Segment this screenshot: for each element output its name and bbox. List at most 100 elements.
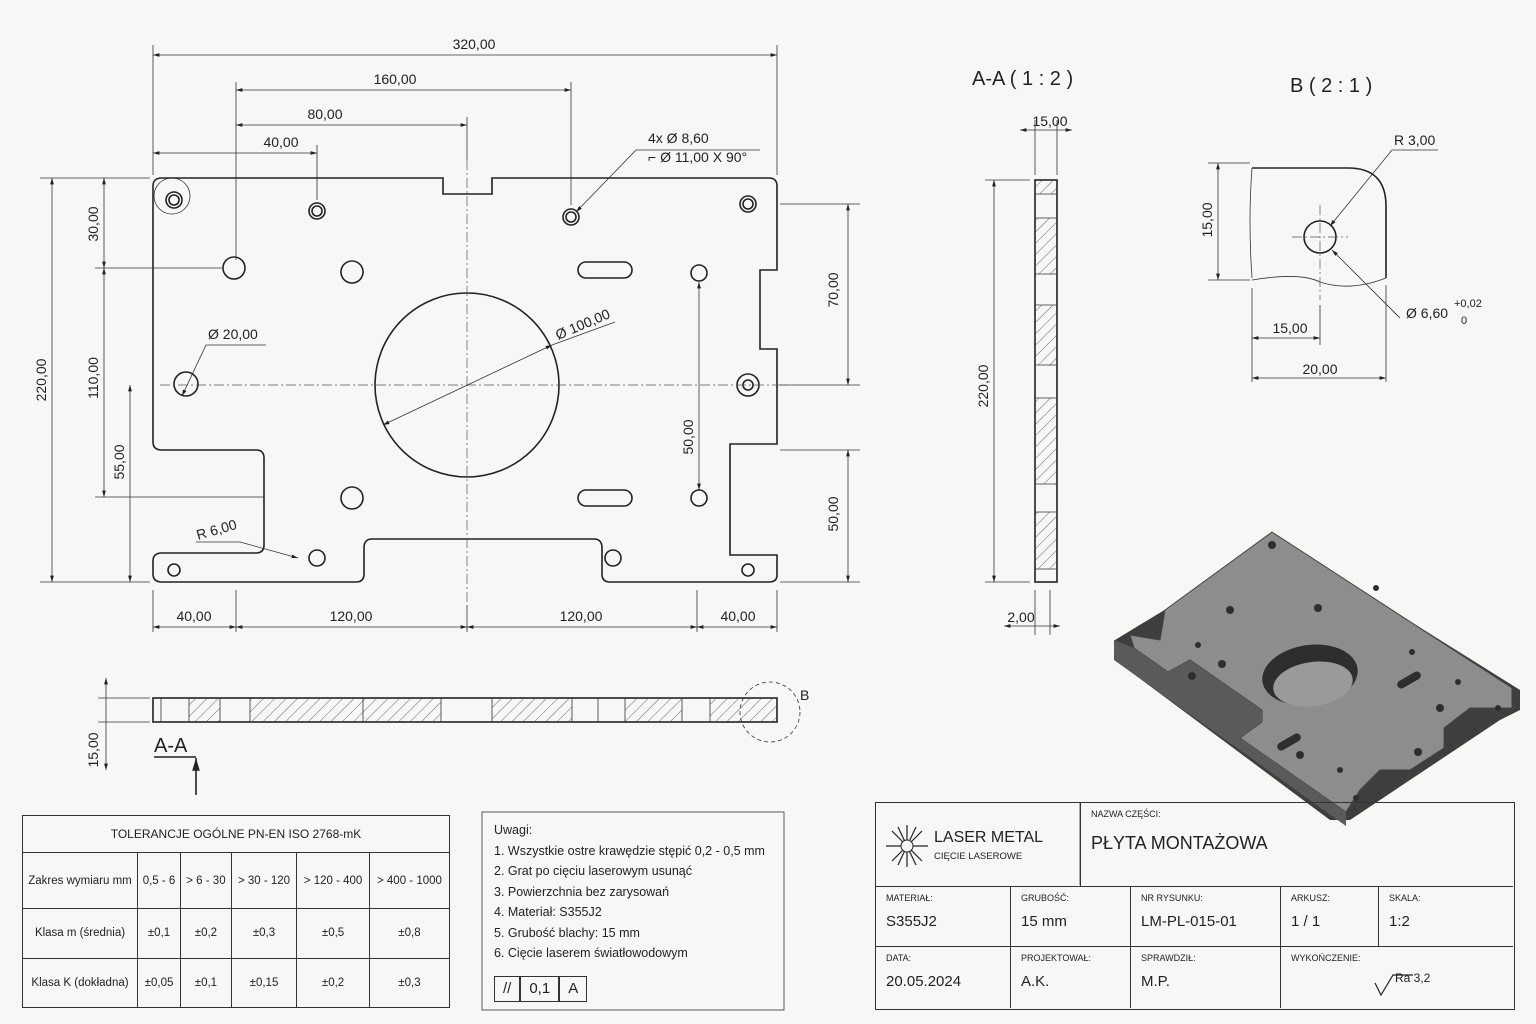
tolerance-cell: ±0,15 [230,957,298,1008]
company-cell: LASER METAL CIĘCIE LASEROWE [876,803,1081,887]
checker-cell: SPRAWDZIŁ: M.P. [1131,947,1281,1008]
designer-label: PROJEKTOWAŁ: [1021,953,1092,963]
notes-title: Uwagi: [494,823,533,837]
detail-b-title: B ( 2 : 1 ) [1290,75,1372,97]
note-item: 4. Materiał: S355J2 [494,905,602,919]
dim-120-bottom-right: 120,00 [560,608,603,624]
surface-roughness-icon [1374,974,1413,997]
detail-d20: 20,00 [1302,361,1337,377]
detail-tol-plus: +0,02 [1454,298,1482,310]
dim-80: 80,00 [307,106,342,122]
dim-110: 110,00 [85,357,101,399]
thickness-label: GRUBOŚĆ: [1021,893,1070,903]
scale-value: 1:2 [1389,913,1410,930]
drawing-no-cell: NR RYSUNKU: LM-PL-015-01 [1131,887,1281,947]
tolerance-row-label: Klasa K (dokładna) [22,957,138,1008]
detail-tol-minus: 0 [1461,315,1467,327]
isometric-plate-render [1114,531,1520,826]
tolerance-range: 0,5 - 6 [136,852,182,909]
note-item: 2. Grat po cięciu laserowym usunąć [494,864,693,878]
datum-reference: A [559,975,588,1002]
dim-320: 320,00 [453,36,496,52]
dim-220: 220,00 [33,358,49,401]
finish-value: Ra 3,2 [1395,971,1431,985]
parallelism-symbol: // [494,975,521,1002]
dim-50-right: 50,00 [825,496,841,531]
tolerance-header-label: Zakres wymiaru mm [22,852,138,909]
dim-30: 30,00 [85,206,101,241]
part-name: PŁYTA MONTAŻOWA [1091,833,1268,853]
detail-b-view: B ( 2 : 1 ) 15,00 R 3,00 Ø 6,60 +0,02 0 … [1199,75,1482,382]
date-value: 20.05.2024 [886,973,962,990]
main-view-dimensions: 320,00 160,00 80,00 40,00 220,00 110,00 … [33,36,860,632]
company-subtitle: CIĘCIE LASEROWE [934,851,1023,862]
scale-cell: SKALA: 1:2 [1379,887,1513,947]
finish-label: WYKOŃCZENIE: [1291,953,1361,963]
tolerance-cell: ±0,1 [180,957,232,1008]
tolerance-range: > 400 - 1000 [368,852,451,909]
dim-40-top: 40,00 [263,134,298,150]
finish-cell: WYKOŃCZENIE: Ra 3,2 [1281,947,1513,1008]
detail-d15-vertical: 15,00 [1199,202,1215,237]
note-item: 1. Wszystkie ostre krawędzie stępić 0,2 … [494,843,765,858]
plate-side-view: B 15,00 A-A [85,678,809,795]
holes-callout-line2: ⌐ Ø 11,00 X 90° [648,149,747,165]
side-thickness-dim: 15,00 [85,732,101,767]
detail-r3: R 3,00 [1394,132,1435,148]
dim-40-bottom-left: 40,00 [176,608,211,624]
detail-dia-main: Ø 6,60 [1406,305,1448,321]
drawing-no-label: NR RYSUNKU: [1141,893,1203,903]
dim-55: 55,00 [111,444,127,479]
notes-panel: Uwagi: 1. Wszystkie ostre krawędzie stęp… [482,812,784,1010]
company-name: LASER METAL [934,829,1044,846]
date-cell: DATA: 20.05.2024 [876,947,1011,1008]
plate-top-view [152,160,790,605]
designer-value: A.K. [1021,973,1050,990]
thickness-cell: GRUBOŚĆ: 15 mm [1011,887,1131,947]
section-aa-view: A-A ( 1 : 2 ) 15,00 220,00 2,00 [972,68,1073,635]
tolerance-cell: ±0,2 [180,908,232,959]
plate-outline [152,177,778,583]
tolerance-range: > 6 - 30 [180,852,232,909]
dim-120-bottom-left: 120,00 [330,608,373,624]
part-name-cell: NAZWA CZĘŚCI: PŁYTA MONTAŻOWA [1081,803,1513,887]
tolerance-cell: ±0,3 [230,908,298,959]
dim-160: 160,00 [374,71,417,87]
checker-label: SPRAWDZIŁ: [1141,953,1196,963]
tolerance-cell: ±0,05 [136,957,182,1008]
dia20-callout: Ø 20,00 [208,326,258,342]
material-label: MATERIAŁ: [886,893,933,903]
thickness-value: 15 mm [1021,913,1067,930]
dim-40-bottom-right: 40,00 [720,608,755,624]
tolerance-value: 0,1 [520,975,560,1002]
checker-value: M.P. [1141,973,1170,990]
drawing-no-value: LM-PL-015-01 [1141,913,1237,930]
dim-70: 70,00 [825,272,841,307]
part-name-label: NAZWA CZĘŚCI: [1091,809,1161,819]
sheet-value: 1 / 1 [1291,913,1321,930]
note-item: 6. Cięcie laserem światłowodowym [494,946,688,960]
mounting-holes [165,191,760,577]
tolerance-range: > 30 - 120 [230,852,298,909]
tolerance-row-label: Klasa m (średnia) [22,908,138,959]
material-value: S355J2 [886,913,937,930]
tolerance-title: TOLERANCJE OGÓLNE PN-EN ISO 2768-mK [22,815,450,853]
tolerance-cell: ±0,3 [368,957,451,1008]
date-label: DATA: [886,953,912,963]
r6-callout: R 6,00 [194,516,238,543]
detail-d15-horizontal: 15,00 [1272,320,1307,336]
material-cell: MATERIAŁ: S355J2 [876,887,1011,947]
laser-logo-icon [886,825,928,867]
sheet-label: ARKUSZ: [1291,893,1331,903]
title-block: LASER METAL CIĘCIE LASEROWE NAZWA CZĘŚCI… [875,802,1515,1010]
tolerance-cell: ±0,8 [368,908,451,959]
feature-control-frame: // 0,1 A [494,975,772,1002]
scale-label: SKALA: [1389,893,1421,903]
tolerance-cell: ±0,2 [296,957,370,1008]
note-item: 3. Powierzchnia bez zarysowań [494,884,670,899]
detail-b-marker: B [800,687,809,703]
dia100-callout: Ø 100,00 [553,305,612,342]
tolerance-cell: ±0,1 [136,908,182,959]
section-aa-title: A-A ( 1 : 2 ) [972,68,1073,90]
